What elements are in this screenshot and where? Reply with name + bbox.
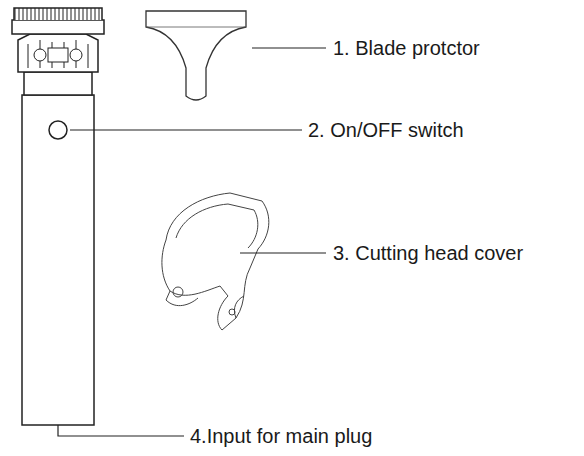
blade-tooth (99, 8, 100, 20)
blade-tooth (91, 8, 92, 20)
leader-lines (58, 48, 326, 436)
blade-tooth (71, 8, 72, 20)
blade-top (14, 8, 102, 20)
blade-tooth (59, 8, 60, 20)
blade-tooth (51, 8, 52, 20)
blade-tooth (43, 8, 44, 20)
blade-tooth (87, 8, 88, 20)
blade-tooth (83, 8, 84, 20)
blade-tooth (39, 8, 40, 20)
trimmer-body (22, 95, 94, 425)
part-label: 2. On/OFF switch (308, 119, 464, 141)
head-housing (18, 34, 98, 72)
trimmer (12, 8, 104, 425)
part-label: 4.Input for main plug (190, 425, 372, 447)
blade (12, 20, 104, 34)
blade-tooth (15, 8, 16, 20)
blade-tooth (31, 8, 32, 20)
part-label: 1. Blade protctor (333, 37, 480, 59)
head-base (24, 72, 92, 95)
blade-tooth (23, 8, 24, 20)
blade-tooth (95, 8, 96, 20)
switch-button (49, 121, 67, 139)
cutting-head-cover (162, 193, 269, 330)
blade-tooth (75, 8, 76, 20)
blade-tooth (79, 8, 80, 20)
blade-protector (146, 11, 246, 100)
blade-tooth (67, 8, 68, 20)
blade-tooth (47, 8, 48, 20)
blade-tooth (27, 8, 28, 20)
blade-tooth (19, 8, 20, 20)
blade-tooth (63, 8, 64, 20)
blade-tooth (35, 8, 36, 20)
blade-tooth (55, 8, 56, 20)
part-label: 3. Cutting head cover (333, 242, 523, 264)
